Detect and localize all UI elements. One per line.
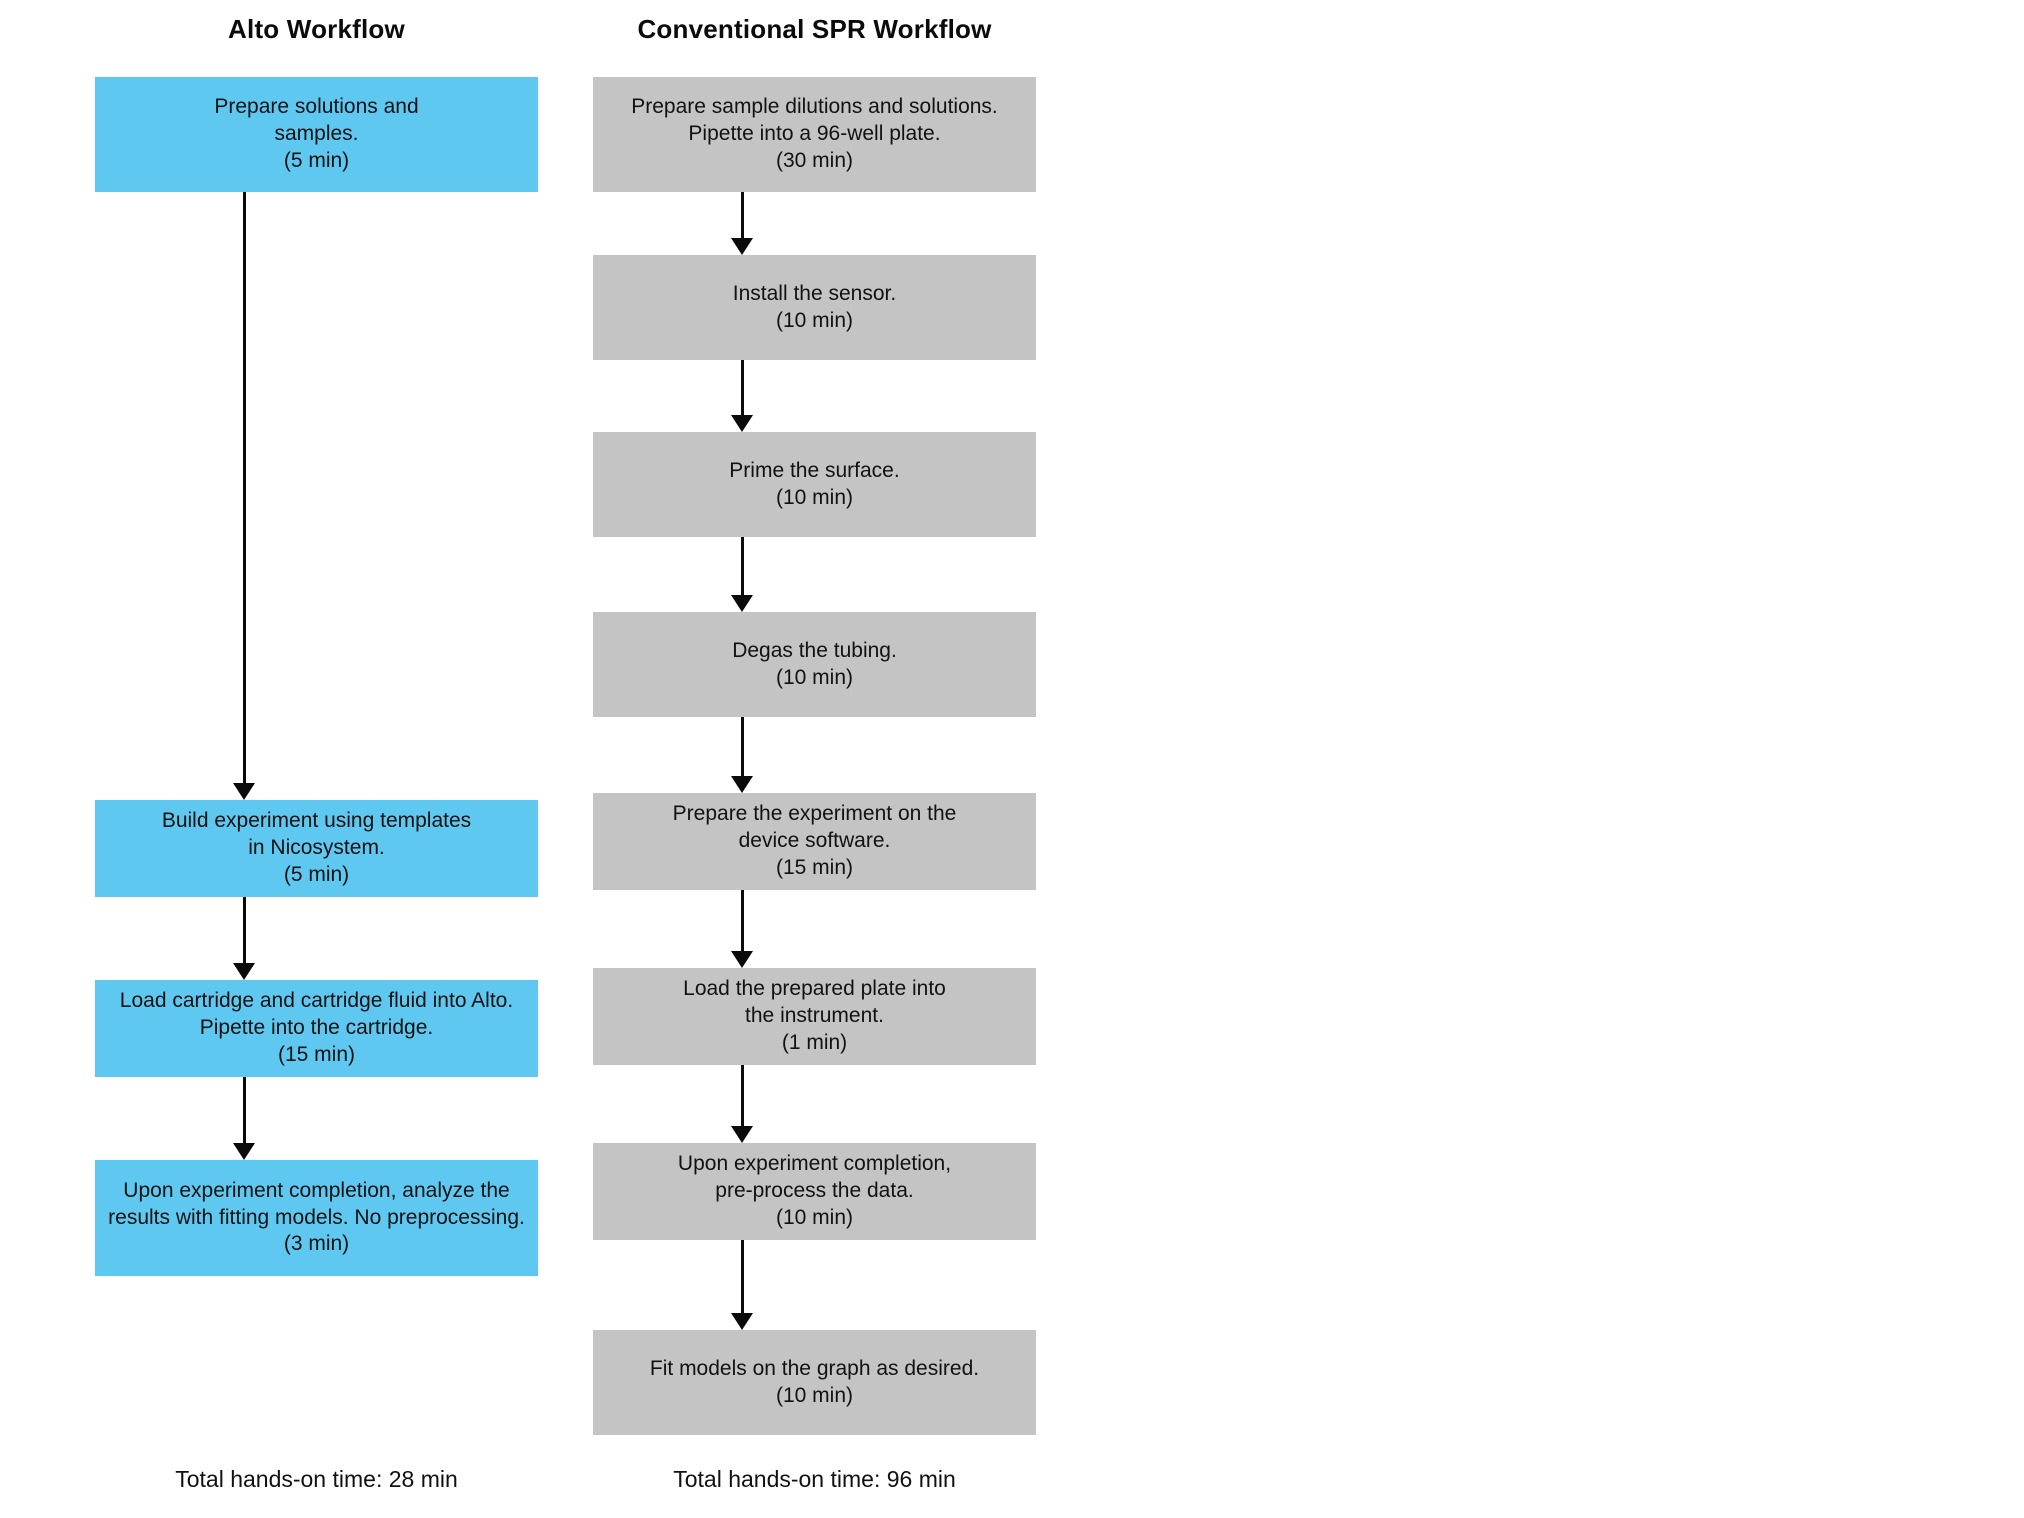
spr-arrow-4-to-5 — [731, 717, 753, 793]
alto-arrow-2-to-3 — [233, 897, 255, 980]
total-hands-on-time-alto: Total hands-on time: 28 min — [175, 1466, 458, 1492]
spr-step-3-label: Prime the surface. (10 min) — [729, 458, 900, 509]
spr-step-6: Load the prepared plate into the instrum… — [593, 968, 1036, 1065]
alto-step-1: Prepare solutions and samples. (5 min) — [95, 77, 538, 192]
column-title-conventional-spr: Conventional SPR Workflow — [637, 14, 992, 44]
spr-step-4-label: Degas the tubing. (10 min) — [732, 638, 897, 689]
spr-step-7: Upon experiment completion, pre-process … — [593, 1143, 1036, 1240]
alto-arrow-3-to-4 — [233, 1077, 255, 1160]
spr-arrow-7-to-8 — [731, 1240, 753, 1330]
total-hands-on-time-conventional-spr: Total hands-on time: 96 min — [673, 1466, 956, 1492]
spr-arrow-1-to-2 — [731, 192, 753, 255]
spr-arrow-5-to-6 — [731, 890, 753, 968]
spr-step-8: Fit models on the graph as desired. (10 … — [593, 1330, 1036, 1435]
alto-arrow-1-to-2 — [233, 192, 255, 800]
spr-step-2-label: Install the sensor. (10 min) — [732, 281, 897, 332]
alto-step-2-label: Build experiment using templates in Nico… — [161, 809, 472, 886]
spr-step-3: Prime the surface. (10 min) — [593, 432, 1036, 537]
alto-step-2: Build experiment using templates in Nico… — [95, 800, 538, 897]
spr-step-5-label: Prepare the experiment on the device sof… — [672, 802, 957, 879]
spr-arrow-2-to-3 — [731, 360, 753, 432]
spr-step-6-label: Load the prepared plate into the instrum… — [683, 977, 946, 1054]
spr-step-8-label: Fit models on the graph as desired. (10 … — [649, 1356, 980, 1407]
alto-step-3: Load cartridge and cartridge fluid into … — [95, 980, 538, 1077]
spr-arrow-3-to-4 — [731, 537, 753, 612]
alto-step-3-label: Load cartridge and cartridge fluid into … — [119, 989, 514, 1066]
spr-arrow-6-to-7 — [731, 1065, 753, 1143]
column-title-alto: Alto Workflow — [228, 14, 405, 44]
spr-step-1: Prepare sample dilutions and solutions. … — [593, 77, 1036, 192]
spr-step-4: Degas the tubing. (10 min) — [593, 612, 1036, 717]
spr-step-2: Install the sensor. (10 min) — [593, 255, 1036, 360]
alto-step-4: Upon experiment completion, analyze the … — [95, 1160, 538, 1276]
spr-step-7-label: Upon experiment completion, pre-process … — [677, 1152, 952, 1229]
alto-step-4-label: Upon experiment completion, analyze the … — [108, 1178, 525, 1256]
spr-step-5: Prepare the experiment on the device sof… — [593, 793, 1036, 890]
spr-step-1-label: Prepare sample dilutions and solutions. … — [631, 95, 998, 172]
alto-step-1-label: Prepare solutions and samples. (5 min) — [214, 95, 419, 172]
